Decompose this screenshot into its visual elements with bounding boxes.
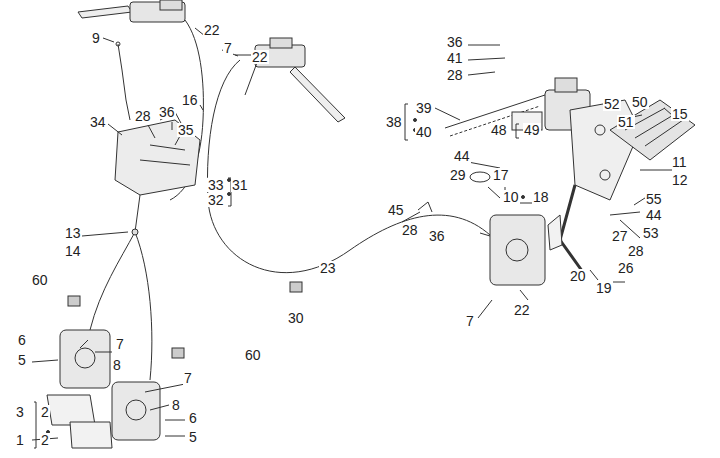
callout-number: 51 bbox=[617, 115, 635, 129]
callout-number: 60 bbox=[244, 348, 262, 362]
callout-number: 9 bbox=[91, 31, 101, 45]
callout-number: 44 bbox=[453, 149, 471, 163]
callout-number: 7 bbox=[465, 314, 475, 328]
callout-number: 44 bbox=[645, 208, 663, 222]
callout-number: 2 bbox=[40, 405, 50, 419]
callout-number: 12 bbox=[671, 173, 689, 187]
callout-number: 11 bbox=[671, 155, 688, 169]
callout-number: 16 bbox=[181, 93, 199, 107]
callout-number: 28 bbox=[134, 109, 152, 123]
callout-number: 32 bbox=[207, 193, 225, 207]
callout-number: 45 bbox=[387, 203, 405, 217]
callout-number: 40 bbox=[415, 125, 433, 139]
callout-number: 28 bbox=[446, 68, 464, 82]
callout-number: 3 bbox=[15, 405, 25, 419]
callout-number: 34 bbox=[89, 115, 107, 129]
callout-number: 39 bbox=[415, 101, 433, 115]
callout-number: 22 bbox=[251, 50, 269, 64]
callout-number: 17 bbox=[492, 168, 510, 182]
callout-number: 6 bbox=[17, 333, 27, 347]
callout-number: 33 bbox=[207, 178, 225, 192]
callout-number: 36 bbox=[446, 35, 464, 49]
callout-number: 22 bbox=[203, 23, 221, 37]
callout-number: 28 bbox=[627, 244, 645, 258]
callout-number: 23 bbox=[319, 261, 337, 275]
callout-number: 53 bbox=[642, 226, 660, 240]
callout-number: 27 bbox=[611, 229, 629, 243]
callout-number: 1 bbox=[15, 433, 25, 447]
callout-number: 22 bbox=[513, 303, 531, 317]
callout-number: 41 bbox=[446, 51, 464, 65]
callout-number: 7 bbox=[183, 371, 193, 385]
callout-number: 19 bbox=[595, 281, 613, 295]
callout-number: 31 bbox=[231, 178, 249, 192]
callout-number: 36 bbox=[428, 229, 446, 243]
callout-number: 18 bbox=[532, 190, 550, 204]
callout-number: 20 bbox=[569, 269, 587, 283]
callout-number: 49 bbox=[523, 123, 541, 137]
callout-number: 7 bbox=[223, 41, 233, 55]
callout-number: 8 bbox=[112, 358, 122, 372]
callout-number: 14 bbox=[64, 244, 82, 258]
callout-number: 6 bbox=[188, 411, 198, 425]
callout-number: 15 bbox=[671, 107, 689, 121]
callout-number: 30 bbox=[287, 311, 305, 325]
callout-number: 8 bbox=[171, 398, 181, 412]
callout-number: 5 bbox=[17, 353, 27, 367]
callout-number: 35 bbox=[177, 123, 195, 137]
callout-number: 2 bbox=[40, 433, 50, 447]
callout-number: 13 bbox=[64, 226, 82, 240]
callout-number: 26 bbox=[617, 261, 635, 275]
callout-number: 52 bbox=[603, 97, 621, 111]
callout-number: 28 bbox=[401, 223, 419, 237]
callout-number: 5 bbox=[188, 430, 198, 444]
callout-number: 38 bbox=[385, 115, 403, 129]
callout-number: 10 bbox=[502, 190, 520, 204]
callout-number: 50 bbox=[631, 95, 649, 109]
callout-number: 29 bbox=[449, 168, 467, 182]
callout-number: 60 bbox=[31, 273, 49, 287]
callout-number: 36 bbox=[158, 105, 176, 119]
callout-number: 7 bbox=[115, 337, 125, 351]
callout-number: 55 bbox=[645, 192, 663, 206]
callout-number: 48 bbox=[490, 123, 508, 137]
